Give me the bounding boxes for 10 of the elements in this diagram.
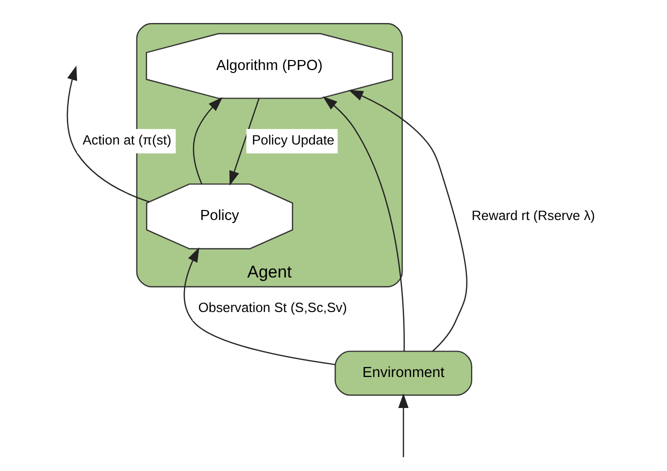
arrow: [228, 98, 259, 186]
node-box: Environment: [334, 350, 472, 396]
arrow: [398, 392, 408, 457]
arrow: [348, 89, 467, 352]
edge-label: Reward rt (Rserve λ): [471, 207, 594, 222]
arrow: [192, 96, 222, 184]
edge-label: Observation St (S,Sc,Sv): [198, 300, 346, 315]
arrow: [183, 246, 335, 365]
edge-label: Policy Update: [251, 132, 334, 148]
arrow: [322, 96, 404, 351]
